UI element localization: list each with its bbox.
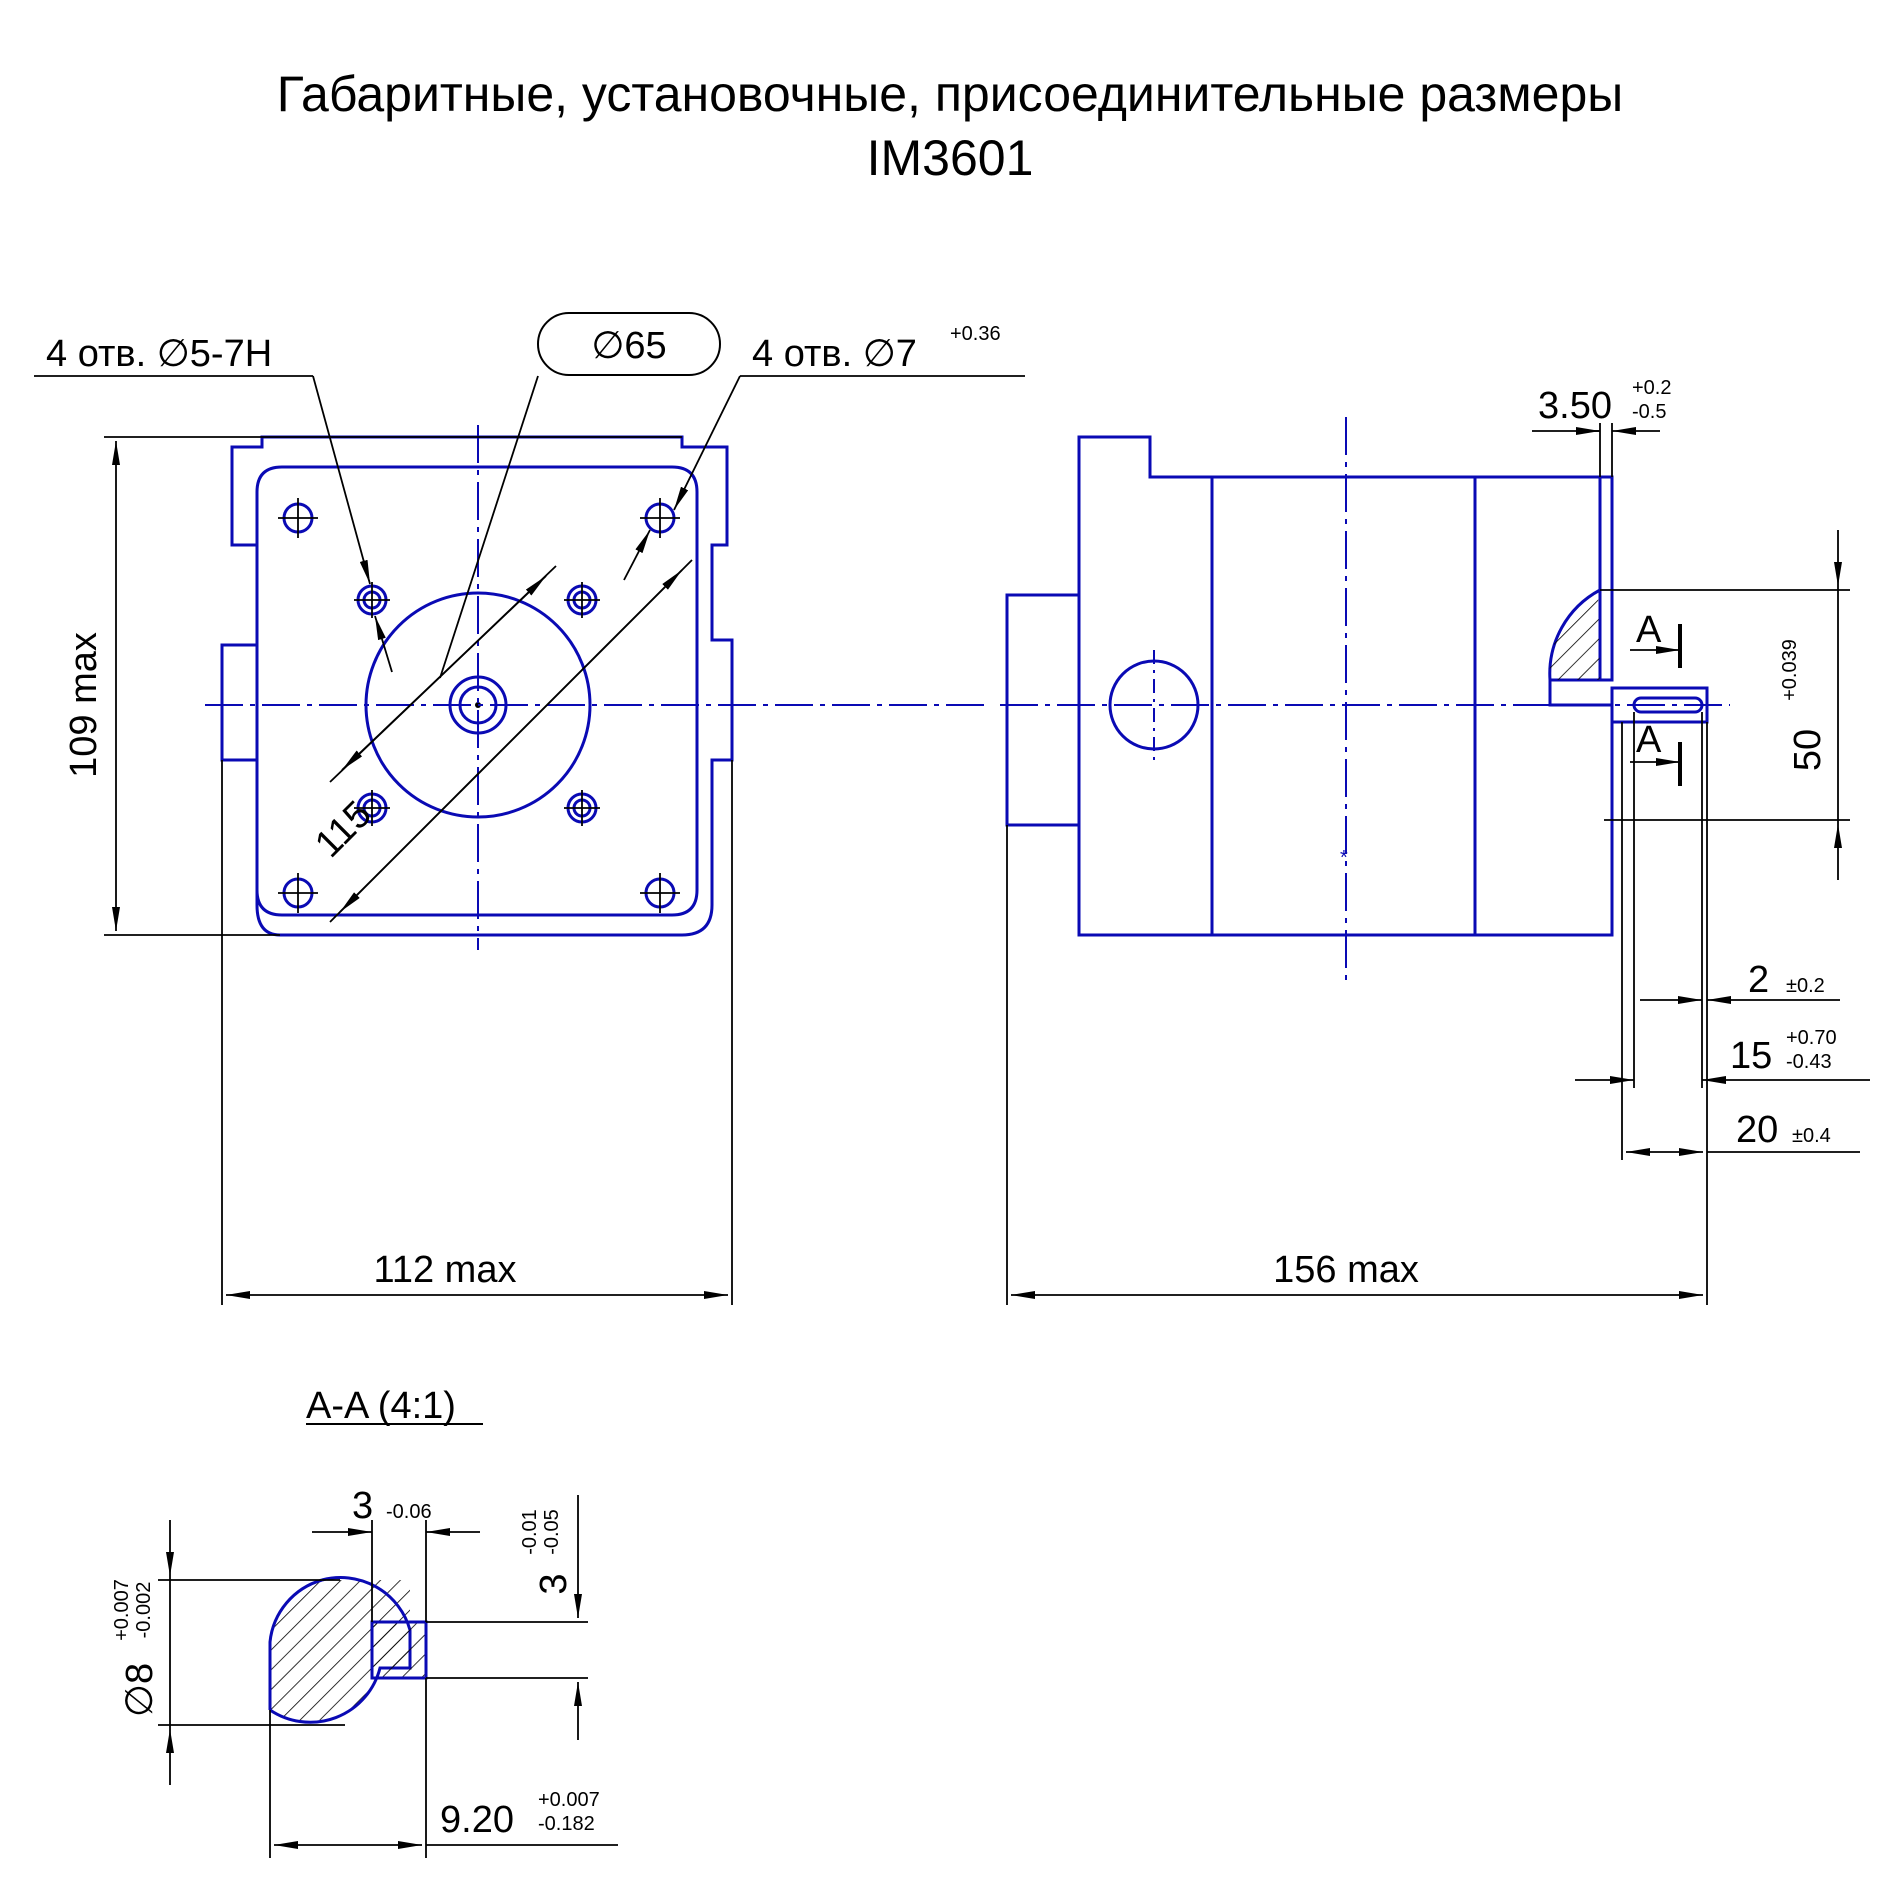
- side-view: * A A 3.50 +0.2 -0.5 50 +0.039 2: [1000, 377, 1870, 1305]
- flat-dimension-tol-lower: -0.182: [538, 1813, 595, 1835]
- shaft-diameter-tol-lower: -0.002: [133, 1582, 155, 1639]
- threaded-holes-label: 4 отв. ∅5-7H: [46, 333, 272, 375]
- flange-thickness-label: 3.50: [1538, 385, 1612, 427]
- key-length-label: 15: [1730, 1035, 1772, 1077]
- mounting-holes-label: 4 отв. ∅7: [752, 333, 917, 375]
- front-view: 4 отв. ∅5-7H ∅65 4 отв. ∅7 +0.36 115 109…: [34, 312, 1025, 1305]
- key-width-label: 3: [352, 1485, 373, 1527]
- flange-tol-lower: -0.5: [1632, 401, 1666, 423]
- section-title: A-A (4:1): [306, 1385, 456, 1427]
- mounting-holes-tolerance: +0.36: [950, 323, 1001, 345]
- section-mark-top: A: [1636, 609, 1662, 651]
- key-length-tol-upper: +0.70: [1786, 1027, 1837, 1049]
- shaft-length-tol: ±0.4: [1792, 1125, 1831, 1147]
- length-dimension-label: 156 max: [1273, 1249, 1419, 1291]
- key-end-offset-label: 2: [1748, 959, 1769, 1001]
- key-depth-tol-upper: -0.01: [519, 1509, 541, 1555]
- shaft-diameter-label: ∅8: [119, 1663, 161, 1717]
- pilot-diameter-label: ∅65: [591, 325, 666, 367]
- centre-height-label: 50: [1787, 729, 1829, 771]
- svg-text:*: *: [1340, 847, 1348, 869]
- flat-dimension-label: 9.20: [440, 1799, 514, 1841]
- key-depth-tol-lower: -0.05: [541, 1509, 563, 1555]
- key-width-tol: -0.06: [386, 1501, 432, 1523]
- centre-height-tolerance: +0.039: [1779, 639, 1801, 701]
- shaft-length-label: 20: [1736, 1109, 1778, 1151]
- flat-dimension-tol-upper: +0.007: [538, 1789, 600, 1811]
- section-mark-bottom: A: [1636, 719, 1662, 761]
- flange-tol-upper: +0.2: [1632, 377, 1671, 399]
- height-dimension-label: 109 max: [63, 632, 105, 778]
- key-depth-label: 3: [533, 1573, 575, 1594]
- drawing-model-code: IM3601: [866, 130, 1034, 186]
- section-a-a: A-A (4:1) 3 -0.06 3 -0.01 -0.05 ∅8 +0.00…: [111, 1385, 618, 1858]
- shaft-diameter-tol-upper: +0.007: [111, 1579, 133, 1641]
- key-length-tol-lower: -0.43: [1786, 1051, 1832, 1073]
- width-dimension-label: 112 max: [374, 1249, 517, 1291]
- key-end-offset-tol: ±0.2: [1786, 975, 1825, 997]
- drawing-title: Габаритные, установочные, присоединитель…: [276, 66, 1624, 122]
